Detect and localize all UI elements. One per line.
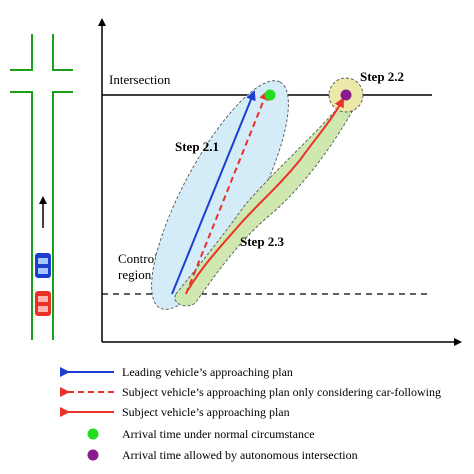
normal-arrival-dot <box>264 89 276 101</box>
subject-vehicle-icon <box>35 291 51 316</box>
step-2-3-label: Step 2.3 <box>240 234 285 249</box>
road-edges <box>10 34 73 340</box>
legend-item-car-following-plan: Subject vehicle’s approaching plan only … <box>60 385 441 399</box>
step-2-1-label: Step 2.1 <box>175 139 219 154</box>
road-schematic <box>10 34 73 340</box>
axes <box>98 18 462 346</box>
leading-vehicle-icon <box>35 253 51 278</box>
step-2-2-label: Step 2.2 <box>360 69 404 84</box>
legend-text-leading-plan: Leading vehicle’s approaching plan <box>122 365 293 379</box>
intersection-label: Intersection <box>109 72 171 87</box>
subject-vehicle-plan <box>187 97 344 291</box>
legend-text-normal-arrival: Arrival time under normal circumstance <box>122 427 315 441</box>
legend-text-subject-plan: Subject vehicle’s approaching plan <box>122 405 290 419</box>
allowed-arrival-dot <box>340 89 352 101</box>
leading-vehicle-plan <box>171 90 256 295</box>
legend-text-car-following-plan: Subject vehicle’s approaching plan only … <box>122 385 441 399</box>
legend-item-normal-arrival: Arrival time under normal circumstance <box>87 427 315 441</box>
control-region-label-line2: region <box>118 267 152 282</box>
legend-text-allowed-arrival: Arrival time allowed by autonomous inter… <box>122 448 358 462</box>
step-2-3-region <box>174 94 357 307</box>
control-region-label-line1: Control <box>118 251 158 266</box>
legend-item-allowed-arrival: Arrival time allowed by autonomous inter… <box>87 448 358 462</box>
subject-car-following-plan <box>185 90 269 295</box>
legend: Leading vehicle’s approaching plan Subje… <box>60 365 441 462</box>
step-2-1-region <box>151 80 289 310</box>
legend-item-leading-plan: Leading vehicle’s approaching plan <box>60 365 293 379</box>
legend-item-subject-plan: Subject vehicle’s approaching plan <box>60 405 290 419</box>
